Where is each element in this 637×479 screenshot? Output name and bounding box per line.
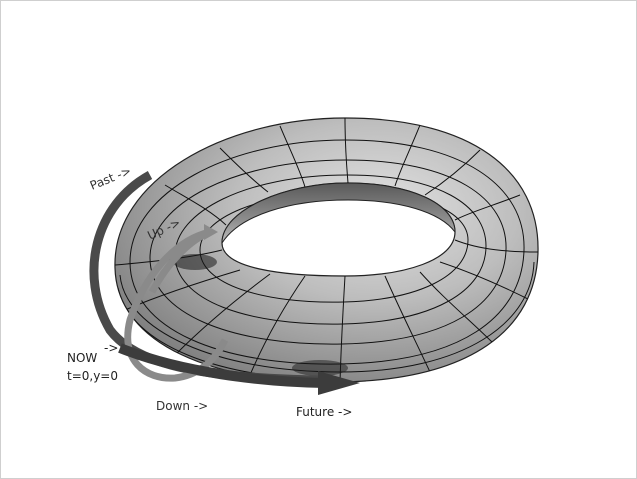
label-down: Down ->: [156, 399, 208, 413]
label-now-coords: t=0,y=0: [67, 369, 118, 383]
torus: [114, 117, 539, 383]
label-now: NOW: [67, 351, 97, 365]
future-arrow: [118, 343, 360, 395]
label-future: Future ->: [296, 405, 352, 419]
label-now-arrow: ->: [104, 341, 118, 355]
